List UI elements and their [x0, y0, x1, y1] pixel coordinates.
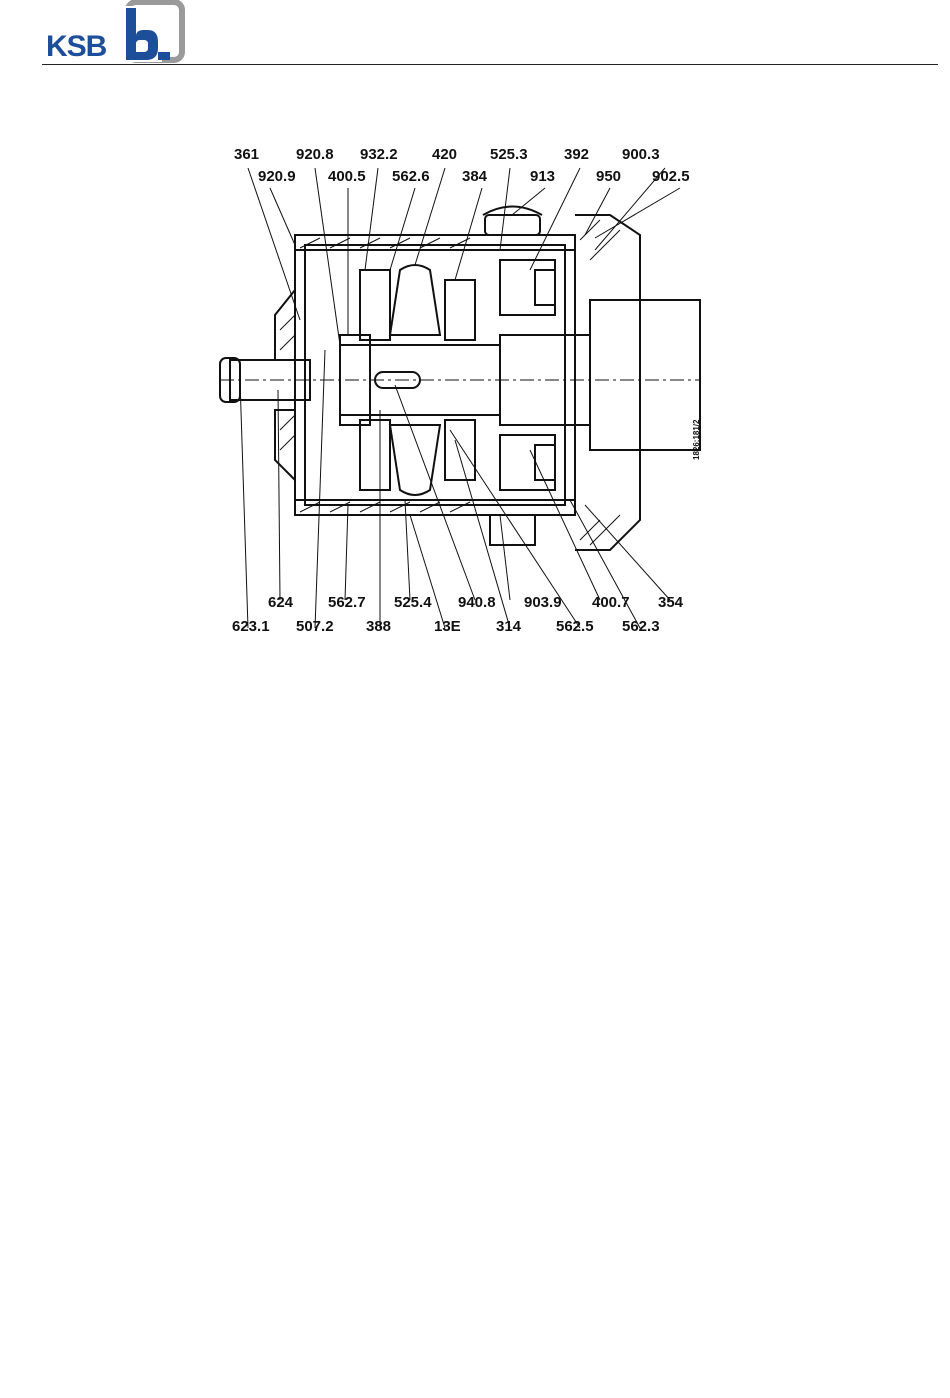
ksb-logo-mark-icon	[118, 0, 188, 64]
label-913: 913	[530, 168, 555, 185]
label-400-7: 400.7	[592, 594, 630, 611]
label-400-5: 400.5	[328, 168, 366, 185]
label-932-2: 932.2	[360, 146, 398, 163]
label-525-3: 525.3	[490, 146, 528, 163]
sectional-drawing: 361 920.8 932.2 420 525.3 392 900.3 920.…	[200, 120, 720, 640]
label-562-3: 562.3	[622, 618, 660, 635]
label-525-4: 525.4	[394, 594, 432, 611]
label-354: 354	[658, 594, 683, 611]
label-314: 314	[496, 618, 521, 635]
label-900-3: 900.3	[622, 146, 660, 163]
label-420: 420	[432, 146, 457, 163]
ksb-logo-text: KSB	[46, 30, 106, 64]
label-361: 361	[234, 146, 259, 163]
label-902-5: 902.5	[652, 168, 690, 185]
header-rule	[42, 64, 938, 65]
label-392: 392	[564, 146, 589, 163]
pump-section-diagram	[200, 120, 720, 640]
label-920-9: 920.9	[258, 168, 296, 185]
label-903-9: 903.9	[524, 594, 562, 611]
label-507-2: 507.2	[296, 618, 334, 635]
label-562-7: 562.7	[328, 594, 366, 611]
label-623-1: 623.1	[232, 618, 270, 635]
label-940-8: 940.8	[458, 594, 496, 611]
label-562-6: 562.6	[392, 168, 430, 185]
label-950: 950	[596, 168, 621, 185]
label-624: 624	[268, 594, 293, 611]
label-388: 388	[366, 618, 391, 635]
drawing-code: 1826:181/2	[692, 420, 701, 460]
label-13e: 13E	[434, 618, 461, 635]
label-562-5: 562.5	[556, 618, 594, 635]
label-384: 384	[462, 168, 487, 185]
page-header: KSB	[0, 0, 950, 70]
label-920-8: 920.8	[296, 146, 334, 163]
